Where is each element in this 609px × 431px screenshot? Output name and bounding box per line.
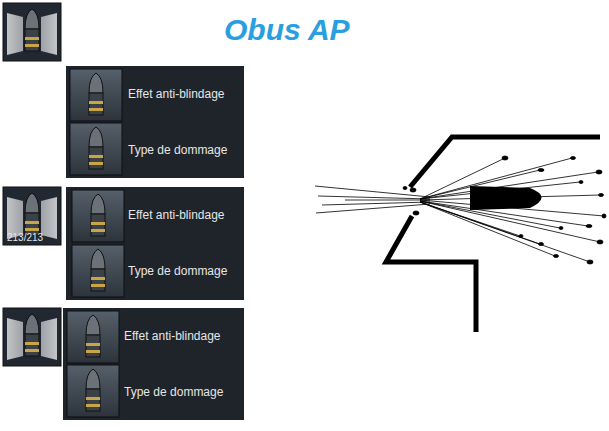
armor-plate	[386, 137, 600, 332]
stat-label: Effet anti-blindage	[128, 208, 225, 222]
panel-box: Effet anti-blindageType de dommage	[63, 308, 244, 420]
stat-label: Type de dommage	[128, 143, 227, 157]
shell-icon: 213/213	[3, 187, 61, 245]
stat-label: Effet anti-blindage	[124, 329, 221, 343]
stat-label: Type de dommage	[128, 264, 227, 278]
stat-label: Effet anti-blindage	[128, 87, 225, 101]
title: Obus AP	[224, 13, 350, 47]
ap-shell	[470, 186, 542, 210]
fragments	[315, 156, 606, 264]
stat-label: Type de dommage	[124, 385, 223, 399]
panel-box: Effet anti-blindageType de dommage	[66, 66, 244, 178]
ammo-count: 213/213	[7, 232, 43, 243]
panel-box: Effet anti-blindageType de dommage	[66, 187, 244, 300]
shell-icons	[3, 3, 244, 420]
